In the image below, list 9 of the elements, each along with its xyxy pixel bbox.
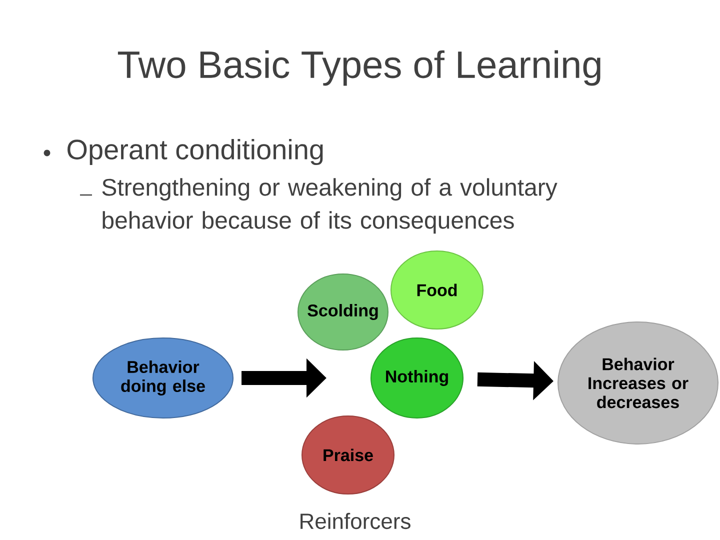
bullet-text: Operant conditioning bbox=[68, 138, 323, 166]
oval-node: Behavior doing else bbox=[92, 337, 234, 418]
circle-node: Nothing bbox=[370, 337, 464, 418]
oval-node: Behavior Increases or decreases bbox=[558, 322, 718, 444]
sub-bullet-text: Strengthening or weakening of a voluntary behavior because of its consequences bbox=[102, 178, 558, 234]
circle-node: Scolding bbox=[298, 273, 388, 350]
circle-node: Food bbox=[390, 250, 484, 330]
circle-node: Praise bbox=[302, 415, 394, 494]
title: Two Basic Types of Learning bbox=[118, 50, 600, 86]
